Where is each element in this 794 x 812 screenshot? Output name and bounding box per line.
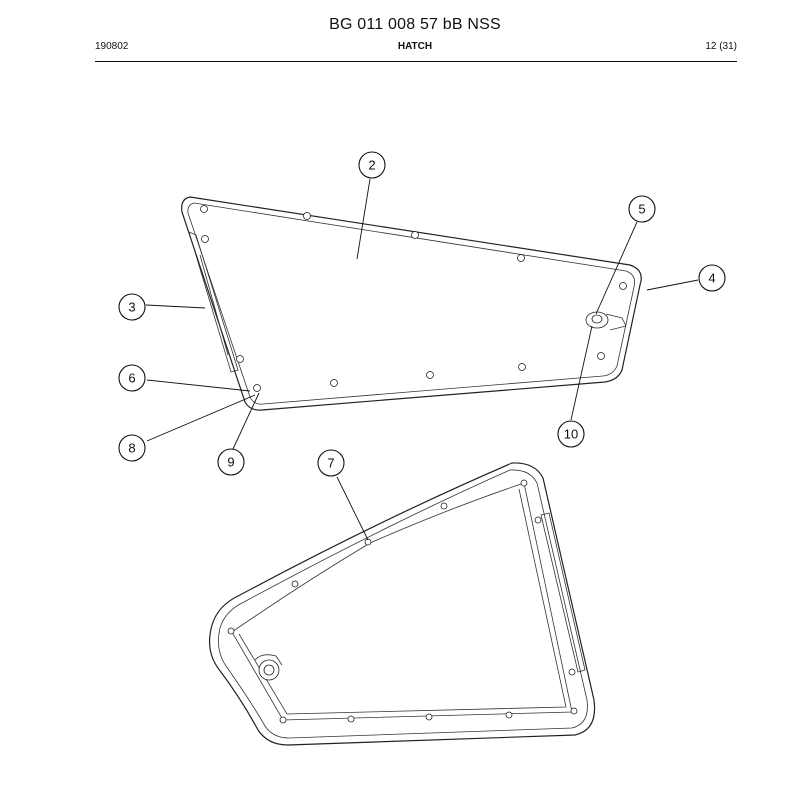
fastener-group-upper <box>200 205 627 392</box>
callout-5: 5 <box>628 195 656 223</box>
callout-7: 7 <box>317 449 345 477</box>
callout-8-label: 8 <box>128 441 135 456</box>
callout-2: 2 <box>358 151 386 179</box>
callout-4: 4 <box>698 264 726 292</box>
callout-6: 6 <box>118 364 146 392</box>
callout-10: 10 <box>557 420 585 448</box>
callout-6-label: 6 <box>128 371 135 386</box>
callout-10-label: 10 <box>564 427 578 442</box>
callout-5-label: 5 <box>638 202 645 217</box>
page-number: 12 (31) <box>705 41 737 52</box>
document-code: 190802 <box>95 41 129 52</box>
header-divider <box>95 61 737 62</box>
leader-lines <box>145 178 699 541</box>
callout-8: 8 <box>118 434 146 462</box>
callout-3-label: 3 <box>128 300 135 315</box>
callout-3: 3 <box>118 293 146 321</box>
callout-9-label: 9 <box>227 455 234 470</box>
callout-9: 9 <box>217 448 245 476</box>
callout-7-label: 7 <box>327 456 334 471</box>
callout-2-label: 2 <box>368 158 375 173</box>
document-title: BG 011 008 57 bB NSS <box>329 16 501 33</box>
hatch-panel-upper <box>181 196 642 411</box>
fastener-group-lower <box>227 479 578 724</box>
callout-4-label: 4 <box>708 271 715 286</box>
section-title: HATCH <box>397 41 433 52</box>
hatch-panel-lower <box>208 462 596 746</box>
